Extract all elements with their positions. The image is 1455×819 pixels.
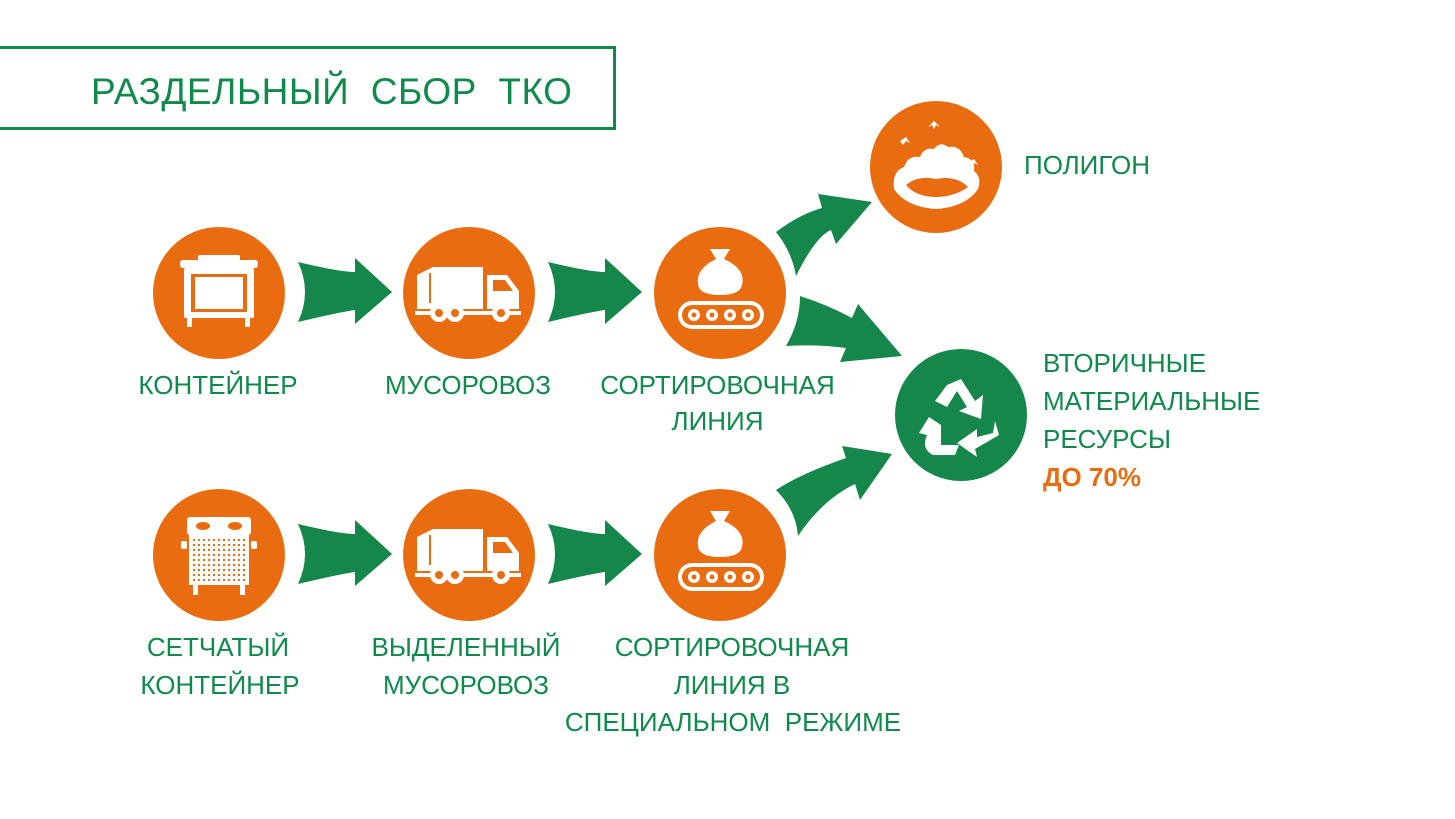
mesh-container-node [153, 489, 285, 621]
container-node [153, 227, 285, 359]
recycling-percent: ДО 70% [1043, 462, 1142, 492]
mesh-bin-icon [181, 517, 257, 595]
page-title: РАЗДЕЛЬНЫЙ СБОР ТКО [91, 71, 573, 112]
label-sorting-line-2: ЛИНИЯ [671, 406, 764, 436]
arrow-container-to-truck [298, 258, 392, 324]
label-special-sorting-2: ЛИНИЯ В [673, 670, 791, 700]
label-mesh-1: СЕТЧАТЫЙ [146, 632, 290, 662]
arrow-dedicated-truck-to-special-sorting [548, 520, 642, 586]
label-landfill: ПОЛИГОН [1024, 150, 1150, 180]
label-container: КОНТЕЙНЕР [138, 370, 298, 400]
label-recycling-1: ВТОРИЧНЫЕ [1043, 348, 1207, 378]
landfill-icon [893, 121, 980, 209]
garbage-truck-icon [415, 267, 521, 322]
arrow-mesh-to-dedicated-truck [298, 520, 392, 586]
dedicated-truck-node [403, 489, 535, 621]
recycle-icon [919, 379, 999, 457]
arrow-sorting-to-landfill [776, 194, 872, 276]
label-dedicated-truck-1: ВЫДЕЛЕННЫЙ [371, 632, 561, 662]
sorting-conveyor-icon [678, 249, 764, 329]
label-recycling-2: МАТЕРИАЛЬНЫЕ [1043, 386, 1261, 416]
garbage-truck-icon [415, 529, 521, 584]
arrow-truck-to-sorting [548, 258, 642, 324]
truck-node [403, 227, 535, 359]
label-truck: МУСОРОВОЗ [384, 370, 551, 400]
label-sorting-line-1: СОРТИРОВОЧНАЯ [600, 370, 835, 400]
arrow-sorting-to-recycling [786, 296, 902, 362]
label-recycling-3: РЕСУРСЫ [1043, 424, 1171, 454]
special-sorting-node [654, 489, 786, 621]
arrow-special-sorting-to-recycling [776, 446, 892, 536]
waste-bin-icon [180, 255, 258, 327]
label-mesh-2: КОНТЕЙНЕР [140, 670, 300, 700]
label-special-sorting-1: СОРТИРОВОЧНАЯ [614, 632, 850, 662]
title-box: РАЗДЕЛЬНЫЙ СБОР ТКО [0, 46, 616, 130]
label-dedicated-truck-2: МУСОРОВОЗ [382, 670, 549, 700]
landfill-node [870, 101, 1002, 233]
sorting-conveyor-icon [678, 511, 764, 591]
sorting-node [654, 227, 786, 359]
label-special-sorting-3: СПЕЦИАЛЬНОМ РЕЖИМЕ [564, 707, 902, 737]
recycling-node [895, 349, 1027, 481]
